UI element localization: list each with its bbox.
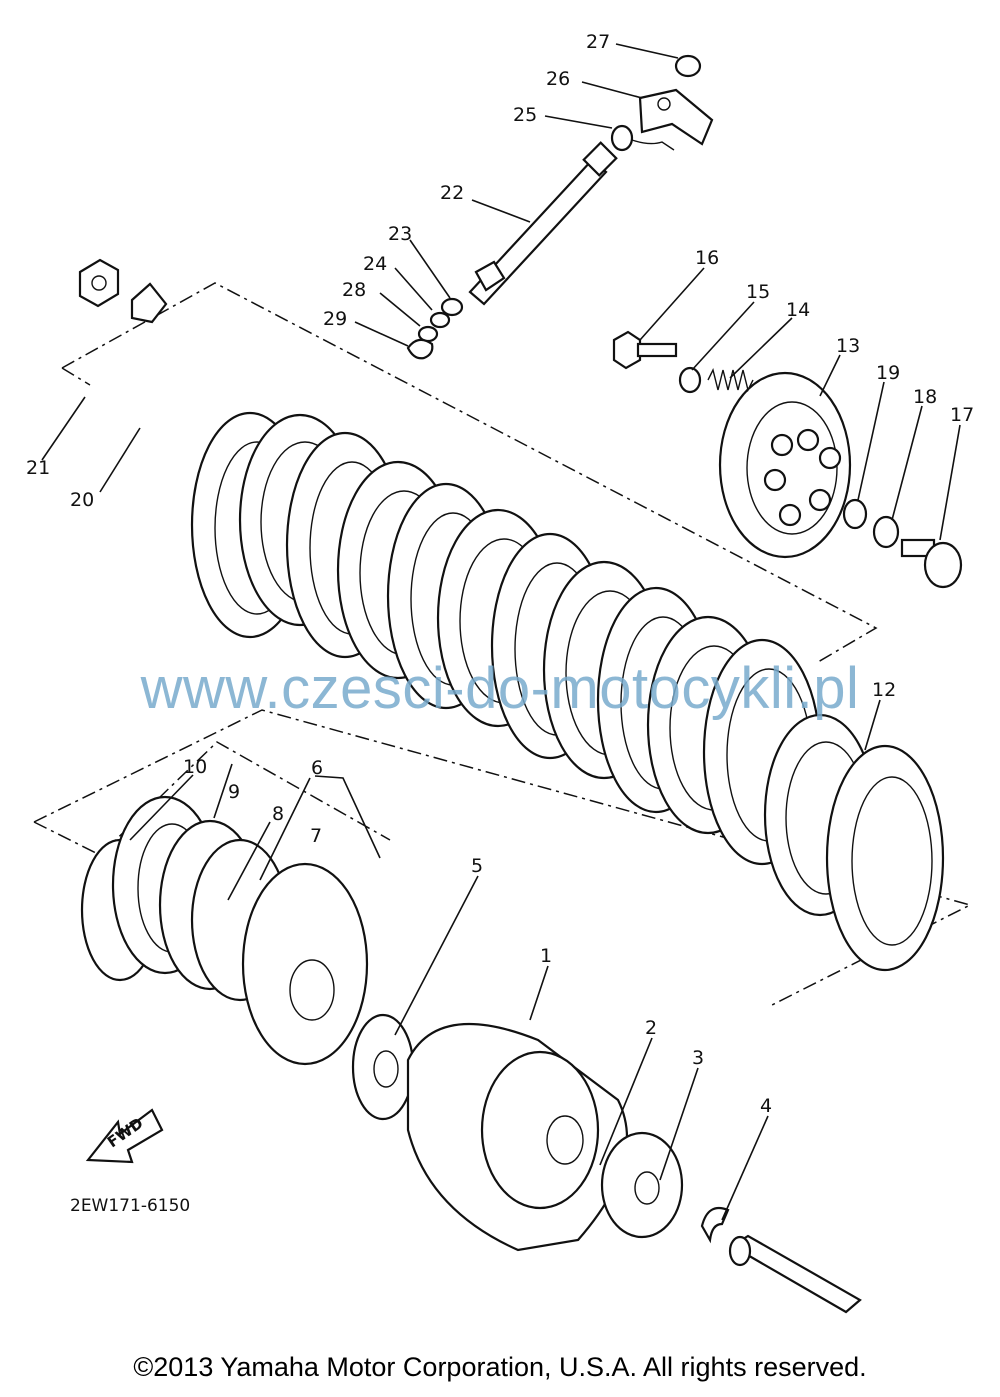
- callout-6: 6: [311, 757, 323, 779]
- thrust-washer: [842, 498, 868, 530]
- diagram-code: 2EW171-6150: [70, 1196, 191, 1216]
- thrust-plate: [351, 1013, 415, 1121]
- clutch-plate-stack: [190, 411, 945, 972]
- callout-2: 2: [645, 1017, 657, 1039]
- callout-3: 3: [692, 1047, 704, 1069]
- circlip: [700, 1206, 730, 1244]
- callout-1: 1: [540, 945, 552, 967]
- callout-20: 20: [70, 489, 94, 511]
- callout-22: 22: [440, 182, 464, 204]
- push-lever-shaft: [468, 141, 618, 306]
- cap-27: [674, 54, 702, 78]
- callout-24: 24: [363, 253, 387, 275]
- bolt-washer: [678, 366, 702, 394]
- callout-15: 15: [746, 281, 770, 303]
- callout-25: 25: [513, 104, 537, 126]
- callout-13: 13: [836, 335, 860, 357]
- callout-18: 18: [913, 386, 937, 408]
- bearing: [872, 515, 900, 549]
- callout-28: 28: [342, 279, 366, 301]
- callout-29: 29: [323, 308, 347, 330]
- friction-plate-outer: [825, 744, 945, 972]
- push-rod-end: [900, 538, 963, 589]
- callout-27: 27: [586, 31, 610, 53]
- main-axle: [728, 1234, 862, 1314]
- callout-10: 10: [183, 756, 207, 778]
- leader-lines: [41, 43, 961, 1221]
- callout-4: 4: [760, 1095, 772, 1117]
- callout-19: 19: [876, 362, 900, 384]
- clutch-spring: [707, 367, 754, 393]
- clutch-boss: [406, 1022, 629, 1252]
- callout-9: 9: [228, 781, 240, 803]
- lock-washer: [130, 282, 168, 324]
- primary-driven-gear-assembly: [80, 795, 369, 1066]
- callout-21: 21: [26, 457, 50, 479]
- callout-8: 8: [272, 803, 284, 825]
- clutch-bolt: [612, 330, 678, 370]
- callout-17: 17: [950, 404, 974, 426]
- primary-drive-gear: [600, 1131, 684, 1239]
- copyright-notice: ©2013 Yamaha Motor Corporation, U.S.A. A…: [133, 1352, 867, 1382]
- callout-7: 7: [310, 825, 322, 847]
- pressure-plate: [718, 371, 852, 559]
- callout-16: 16: [695, 247, 719, 269]
- callout-numbers: 1 2 3 4 5 6 7 8 9 10 12 13 14 15 16 17 1…: [26, 31, 974, 1117]
- callout-5: 5: [471, 855, 483, 877]
- callout-23: 23: [388, 223, 412, 245]
- spring-25: [610, 124, 675, 152]
- group-outline-upper: [61, 282, 878, 663]
- callout-26: 26: [546, 68, 570, 90]
- callout-14: 14: [786, 299, 810, 321]
- callout-12: 12: [872, 679, 896, 701]
- oring: [429, 311, 451, 329]
- push-lever: [638, 88, 714, 146]
- fwd-arrow: FWD: [85, 1108, 164, 1164]
- oil-seal: [440, 297, 464, 317]
- circlip-29: [406, 338, 434, 360]
- nut: [78, 258, 120, 308]
